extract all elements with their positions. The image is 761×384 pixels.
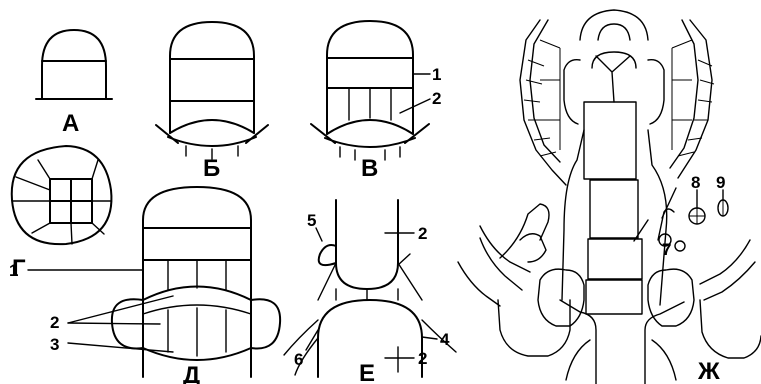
callout-d-3: 3	[50, 335, 59, 354]
panel-v-drawing	[311, 21, 430, 160]
panel-g-drawing	[12, 146, 112, 244]
leader-line	[422, 337, 437, 339]
leader-line	[400, 99, 430, 113]
callout-d-2: 2	[50, 313, 59, 332]
callout-zh-7: 7	[662, 240, 671, 259]
callout-v-1: 1	[432, 65, 441, 84]
panel-label-a: А	[62, 110, 79, 137]
callout-e-6: 6	[294, 350, 303, 369]
panel-a-drawing	[36, 30, 112, 99]
panel-label-zh: Ж	[697, 358, 720, 384]
panel-label-d: Д	[183, 362, 200, 384]
callout-e-5: 5	[307, 211, 316, 230]
panel-d-drawing	[28, 187, 280, 377]
leader-line	[634, 220, 648, 241]
callout-d-1: 1	[9, 261, 18, 280]
panel-b-drawing	[156, 22, 268, 159]
callout-zh-9: 9	[716, 173, 725, 192]
panel-zh-drawing	[458, 10, 761, 384]
callout-e-2-bottom: 2	[418, 349, 427, 368]
callout-zh-8: 8	[691, 173, 700, 192]
panel-label-e: Е	[359, 360, 375, 384]
leader-line	[316, 228, 322, 241]
leader-line	[68, 323, 160, 324]
panel-label-b: Б	[203, 155, 220, 182]
callout-e-4: 4	[440, 330, 450, 349]
panel-label-v: В	[361, 155, 378, 182]
callout-v-2: 2	[432, 89, 441, 108]
callout-e-2-top: 2	[418, 224, 427, 243]
